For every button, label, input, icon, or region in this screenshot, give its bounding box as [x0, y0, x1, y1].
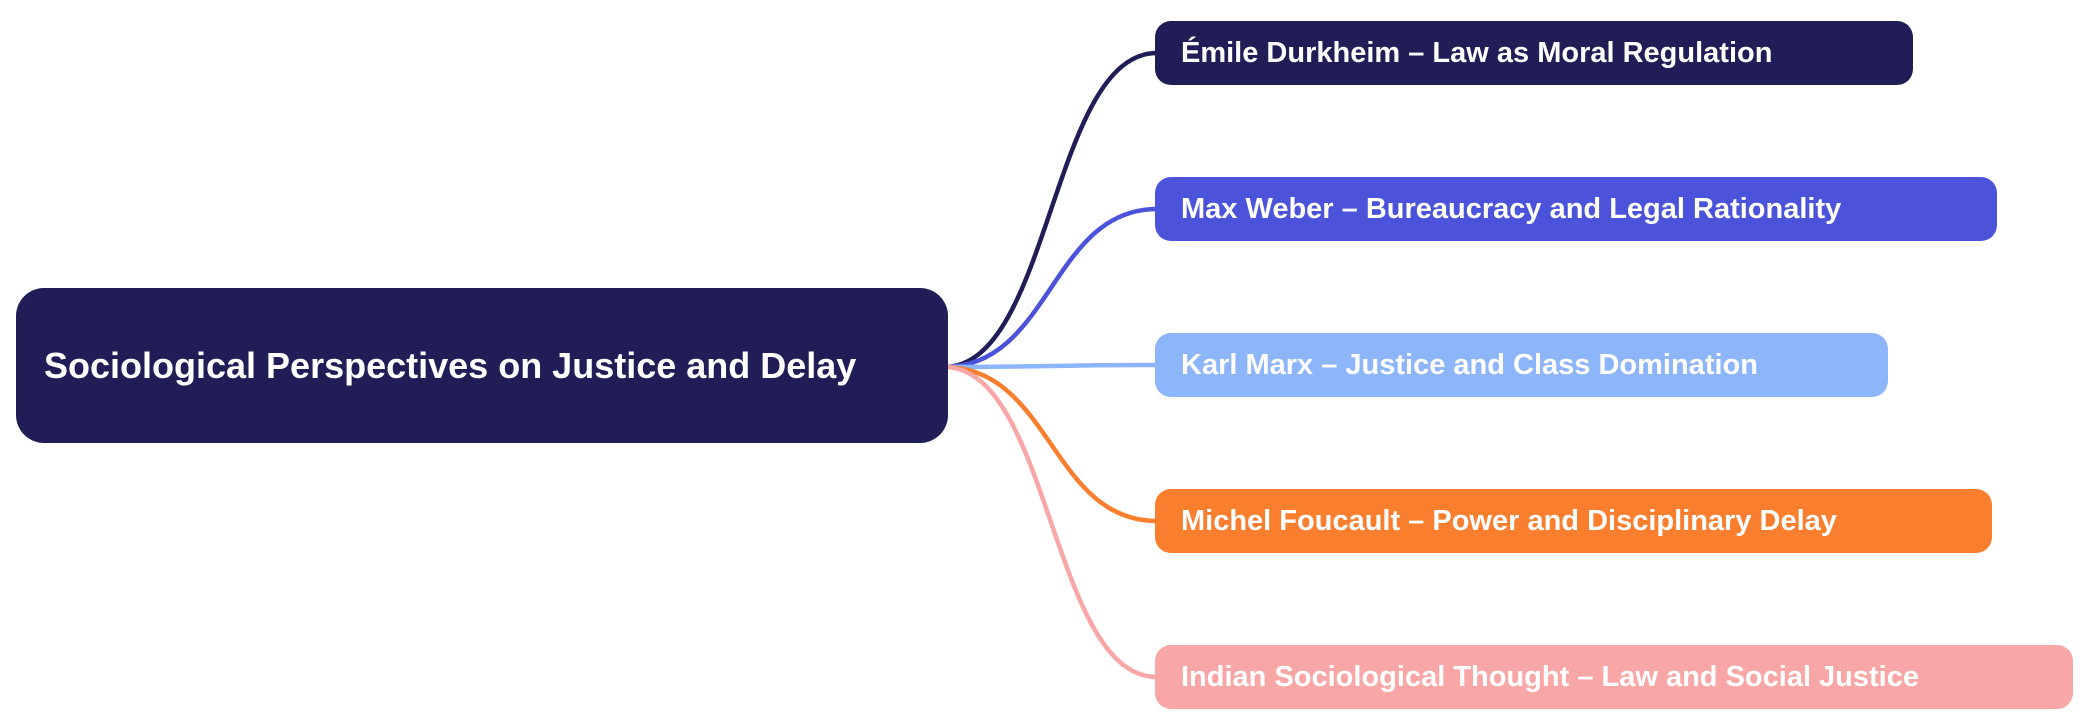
edge-foucault [941, 364, 1160, 524]
branch-node-foucault[interactable]: Michel Foucault – Power and Disciplinary… [1155, 489, 1992, 553]
branch-node-label: Max Weber – Bureaucracy and Legal Ration… [1181, 192, 1842, 225]
branch-node-label: Émile Durkheim – Law as Moral Regulation [1181, 36, 1773, 69]
branch-node-indian[interactable]: Indian Sociological Thought – Law and So… [1155, 645, 2073, 709]
branch-node-weber[interactable]: Max Weber – Bureaucracy and Legal Ration… [1155, 177, 1997, 241]
branch-node-marx[interactable]: Karl Marx – Justice and Class Domination [1155, 333, 1888, 397]
edge-weber [941, 206, 1160, 370]
edge-indian [941, 364, 1160, 680]
edge-durkheim [941, 50, 1160, 370]
root-node[interactable]: Sociological Perspectives on Justice and… [16, 288, 948, 443]
edge-marx [941, 362, 1160, 370]
branch-node-label: Indian Sociological Thought – Law and So… [1181, 660, 1919, 693]
branch-node-label: Karl Marx – Justice and Class Domination [1181, 348, 1758, 381]
branch-node-durkheim[interactable]: Émile Durkheim – Law as Moral Regulation [1155, 21, 1913, 85]
branch-node-label: Michel Foucault – Power and Disciplinary… [1181, 504, 1837, 537]
root-node-label: Sociological Perspectives on Justice and… [44, 345, 857, 386]
